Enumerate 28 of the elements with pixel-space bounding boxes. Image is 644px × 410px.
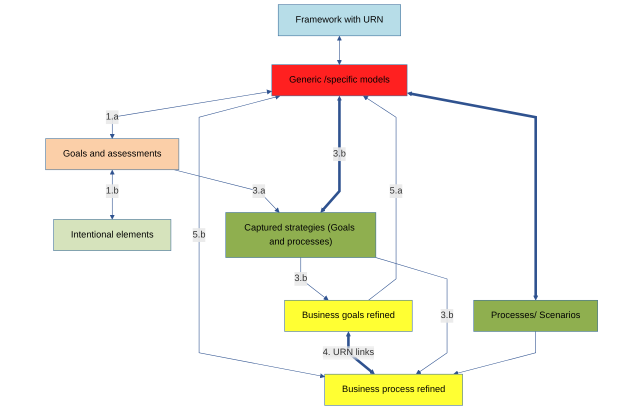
- node-box: Goals and assessments: [46, 138, 180, 170]
- arrow: [454, 331, 536, 376]
- edge-label: 3.b: [294, 274, 308, 284]
- edge-label: 4. URN links: [323, 348, 374, 358]
- node-box: Business process refined: [324, 374, 464, 406]
- edge-label: 3.b: [440, 310, 454, 320]
- edge-label: 5.b: [193, 230, 206, 240]
- arrow: [300, 257, 329, 300]
- arrow: [337, 36, 342, 65]
- node-box: Business goals refined: [284, 300, 413, 332]
- arrow: [174, 169, 280, 213]
- edge-label: 3.b: [333, 148, 346, 159]
- arrow: [407, 91, 539, 300]
- edge-label: 5.a: [390, 186, 403, 196]
- node-box: Framework with URN: [278, 4, 402, 36]
- arrow: [110, 90, 272, 139]
- arrow: [199, 94, 326, 378]
- arrow: [376, 257, 448, 374]
- arrow: [320, 96, 342, 213]
- node-box: Generic /specific models: [272, 64, 408, 96]
- edge-label: 1.a: [106, 112, 120, 122]
- node-box: Processes/ Scenarios: [474, 300, 598, 332]
- edge-label: 1.b: [106, 186, 120, 196]
- edge-label: 3.a: [252, 186, 266, 196]
- arrow: [110, 170, 116, 220]
- node-box: Intentional elements: [54, 219, 172, 251]
- arrow: [363, 96, 397, 301]
- node-box: Captured strategies (Goals and processes): [226, 212, 376, 258]
